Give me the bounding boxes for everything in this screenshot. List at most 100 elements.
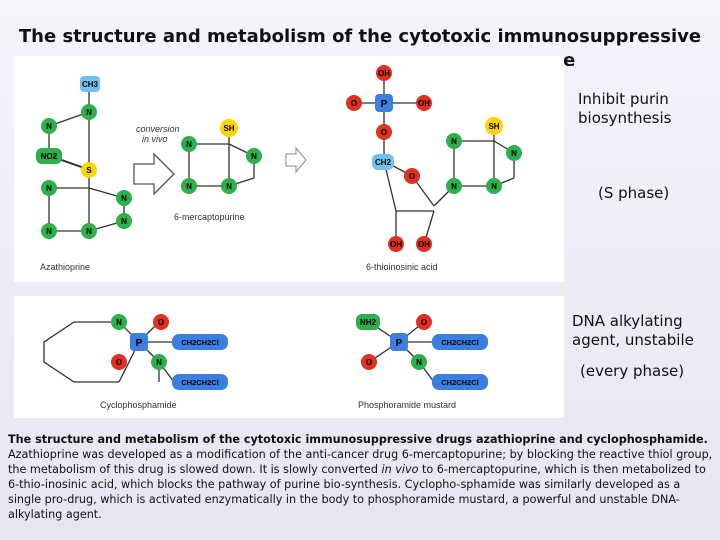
atom-label: N: [491, 182, 497, 191]
azathioprine-metabolism-diagram: conversion in vivo CH3 N N NO2 S N N N N…: [14, 56, 564, 282]
atom-label: N: [251, 152, 257, 161]
atom-label: N: [451, 137, 457, 146]
nitrogen-atom: [446, 178, 462, 194]
atom-label: S: [86, 166, 92, 175]
amine-group: [356, 314, 380, 330]
atom-label: P: [136, 338, 143, 349]
nitrogen-atom: [446, 133, 462, 149]
atom-label: OH: [378, 69, 390, 78]
oxygen-atom: [388, 236, 404, 252]
nitrogen-atom: [486, 178, 502, 194]
oxygen-atom: [416, 236, 432, 252]
atom-label: N: [86, 227, 92, 236]
azathioprine-molecule: CH3 N N NO2 S N N N N N: [36, 76, 132, 239]
s-phase-note: (S phase): [598, 184, 670, 202]
nitrogen-atom: [181, 178, 197, 194]
atom-label: N: [186, 140, 192, 149]
nitrogen-atom: [221, 178, 237, 194]
atom-label: CH2: [375, 158, 392, 167]
sulfur-atom: [81, 162, 97, 178]
atom-label: CH2CH2Cl: [441, 378, 479, 387]
every-phase-note: (every phase): [580, 362, 685, 380]
oxygen-atom: [416, 314, 432, 330]
caption-text-part2: to 6-mercaptopurine, which is then metab…: [8, 463, 706, 521]
thioinosinic-acid-molecule: OH O P OH O CH2 O OH OH SH N N N N: [346, 65, 522, 252]
nitrogen-atom: [81, 104, 97, 120]
atom-label: OH: [418, 240, 430, 249]
alkylating-note: DNA alkylating agent, unstabile: [572, 312, 694, 350]
atom-label: N: [46, 184, 52, 193]
atom-label: SH: [488, 122, 499, 131]
phosphorus-atom: [375, 94, 393, 112]
phosphoramide-label: Phosphoramide mustard: [358, 400, 456, 410]
caption-text-part1: Azathioprine was developed as a modifica…: [8, 448, 713, 476]
nitrogen-atom: [41, 223, 57, 239]
nitro-group: [36, 148, 62, 164]
atom-label: O: [381, 128, 387, 137]
chloroethyl-group: [172, 374, 228, 390]
azathioprine-label: Azathioprine: [40, 262, 90, 272]
nitrogen-atom: [506, 145, 522, 161]
nitrogen-atom: [411, 354, 427, 370]
atom-label: N: [416, 358, 422, 367]
purine-note-line1: Inhibit purin: [578, 90, 669, 108]
conversion-arrow: [133, 152, 175, 196]
atom-label: N: [46, 122, 52, 131]
atom-label: O: [409, 172, 415, 181]
atom-label: N: [86, 108, 92, 117]
atom-label: CH2CH2Cl: [441, 338, 479, 347]
phosphorus-atom: [130, 333, 148, 351]
carbon-atom: [80, 76, 100, 92]
atom-label: O: [366, 358, 372, 367]
atom-label: NO2: [41, 152, 58, 161]
atom-label: SH: [223, 124, 234, 133]
mercaptopurine-molecule: SH N N N N: [181, 119, 262, 194]
purine-note-line2: biosynthesis: [578, 109, 672, 127]
atom-label: N: [226, 182, 232, 191]
slide-title: The structure and metabolism of the cyto…: [18, 26, 702, 47]
atom-label: O: [421, 318, 427, 327]
nitrogen-atom: [81, 223, 97, 239]
oxygen-atom: [376, 124, 392, 140]
atom-label: CH2CH2Cl: [181, 378, 219, 387]
caption-paragraph: The structure and metabolism of the cyto…: [8, 432, 714, 522]
nitrogen-atom: [151, 354, 167, 370]
atom-label: O: [116, 358, 122, 367]
nitrogen-atom: [41, 180, 57, 196]
oxygen-atom: [416, 95, 432, 111]
atom-label: N: [116, 318, 122, 327]
oxygen-atom: [111, 354, 127, 370]
nitrogen-atom: [246, 148, 262, 164]
atom-label: N: [46, 227, 52, 236]
atom-label: N: [511, 149, 517, 158]
nitrogen-atom: [41, 118, 57, 134]
atom-label: CH3: [82, 80, 99, 89]
carbon-atom: [372, 154, 394, 170]
cyclophosphamide-molecule: N O P CH2CH2Cl O N CH2CH2Cl: [111, 314, 228, 390]
atom-label: N: [156, 358, 162, 367]
atom-label: N: [121, 217, 127, 226]
oxygen-atom: [376, 65, 392, 81]
nitrogen-atom: [181, 136, 197, 152]
atom-label: NH2: [360, 318, 377, 327]
mercaptopurine-label: 6-mercaptopurine: [174, 212, 245, 222]
purine-note: Inhibit purin biosynthesis: [578, 90, 671, 128]
caption-italic: in vivo: [381, 463, 419, 476]
phosphorus-atom: [390, 333, 408, 351]
atom-label: N: [121, 194, 127, 203]
thiol-group: [220, 119, 238, 137]
conversion-label: conversion: [136, 124, 180, 134]
atom-label: P: [381, 99, 388, 110]
caption-bold-lead: The structure and metabolism of the cyto…: [8, 433, 708, 446]
atom-label: N: [451, 182, 457, 191]
atom-label: P: [396, 338, 403, 349]
atom-label: N: [186, 182, 192, 191]
thioinosinic-label: 6-thioinosinic acid: [366, 262, 438, 272]
in-vivo-label: in vivo: [142, 134, 168, 144]
alkylating-note-line2: agent, unstabile: [572, 331, 694, 349]
oxygen-atom: [361, 354, 377, 370]
nitrogen-atom: [111, 314, 127, 330]
oxygen-atom: [346, 95, 362, 111]
atom-label: O: [158, 318, 164, 327]
chloroethyl-group: [432, 334, 488, 350]
